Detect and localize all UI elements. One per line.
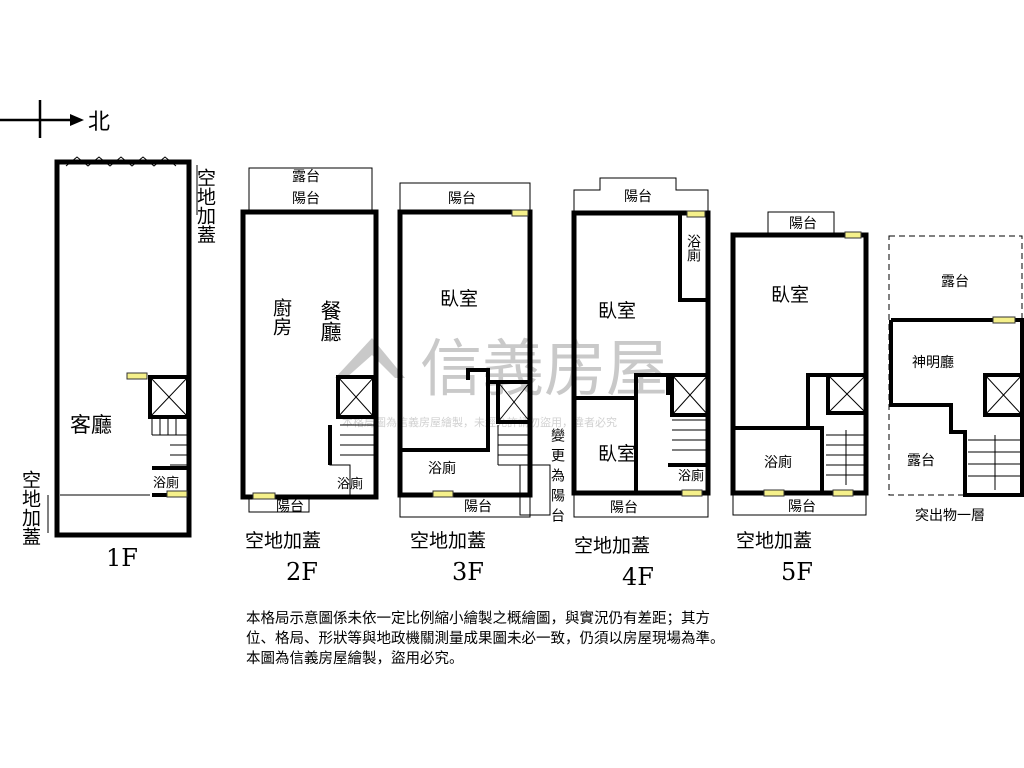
- room-bath-4f-top: 浴廁: [685, 234, 701, 262]
- room-bath-3f: 浴廁: [428, 460, 456, 477]
- windows: [126, 209, 1016, 500]
- annex-label-1f-left: 空地加蓋: [19, 470, 41, 546]
- room-terrace-roof-rear: 露台: [907, 453, 935, 469]
- watermark-logo-text: 信義房屋: [420, 332, 668, 405]
- room-terrace-2f: 露台: [292, 169, 320, 185]
- room-balcony-5f-bottom: 陽台: [788, 499, 816, 515]
- floor-4f: [571, 177, 711, 518]
- floor-label-4f: 4F: [622, 563, 654, 591]
- room-balcony-3f-bottom: 陽台: [464, 499, 492, 515]
- disclaimer-line: 本圖為信義房屋繪製，盜用必究。: [246, 651, 464, 667]
- floor-2f: [240, 167, 379, 513]
- floor-roof: [888, 235, 1024, 497]
- annex-label-2f: 空地加蓋: [245, 530, 321, 552]
- room-bedroom-4f-front: 臥室: [598, 300, 636, 322]
- north-label: 北: [88, 110, 110, 135]
- room-balcony-2f-top: 陽台: [292, 191, 320, 207]
- room-balcony-3f-top: 陽台: [448, 191, 476, 207]
- room-kitchen-2f: 廚房: [270, 297, 292, 336]
- floor-label-roof: 突出物一層: [915, 508, 985, 524]
- annex-label-5f: 空地加蓋: [736, 530, 812, 552]
- change-note-3f: 變更為陽台: [549, 428, 565, 528]
- room-balcony-5f-top: 陽台: [789, 216, 817, 232]
- room-bath-4f-bottom: 浴廁: [678, 468, 704, 484]
- annex-label-1f-right: 空地加蓋: [194, 168, 216, 244]
- room-bedroom-4f-rear: 臥室: [598, 443, 636, 465]
- floor-label-3f: 3F: [452, 558, 484, 586]
- floor-3f: [397, 182, 551, 518]
- room-bath-1f: 浴廁: [153, 475, 179, 491]
- floor-5f: [730, 211, 869, 516]
- room-bedroom-3f: 臥室: [440, 288, 478, 310]
- disclaimer-line: 本格局示意圖係未依一定比例縮小繪製之概繪圖，與實況仍有差距；其方: [246, 611, 710, 627]
- disclaimer-line: 位、格局、形狀等與地政機關測量成果圖未必一致，仍須以房屋現場為準。: [246, 631, 725, 647]
- floor-label-5f: 5F: [781, 558, 813, 586]
- annex-label-3f: 空地加蓋: [410, 530, 486, 552]
- room-bath-5f: 浴廁: [764, 454, 792, 471]
- watermark-logo-icon: [335, 338, 405, 378]
- watermark: 信義房屋 本格局圖為信義房屋繪製，未經允許請勿盜用，違者必究: [335, 332, 668, 429]
- floor-label-1f: 1F: [106, 544, 138, 572]
- room-living-1f: 客廳: [70, 413, 112, 437]
- room-balcony-4f-bottom: 陽台: [610, 500, 638, 516]
- watermark-small-text: 本格局圖為信義房屋繪製，未經允許請勿盜用，違者必究: [342, 415, 617, 429]
- room-dining-2f: 餐廳: [318, 300, 342, 342]
- room-shrine-roof: 神明廳: [912, 354, 954, 371]
- room-bath-2f: 浴廁: [337, 476, 363, 492]
- floor-label-2f: 2F: [286, 558, 318, 586]
- arrow-icon: [70, 114, 84, 126]
- room-balcony-2f-bottom: 陽台: [276, 499, 304, 515]
- north-compass: 北: [0, 100, 110, 138]
- annex-label-4f: 空地加蓋: [574, 535, 650, 557]
- room-bedroom-5f: 臥室: [771, 284, 809, 306]
- room-terrace-roof-front: 露台: [941, 274, 969, 290]
- floor-1f: [47, 156, 198, 538]
- disclaimer: 本格局示意圖係未依一定比例縮小繪製之概繪圖，與實況仍有差距；其方 位、格局、形狀…: [246, 609, 826, 669]
- room-balcony-4f-top: 陽台: [624, 189, 652, 205]
